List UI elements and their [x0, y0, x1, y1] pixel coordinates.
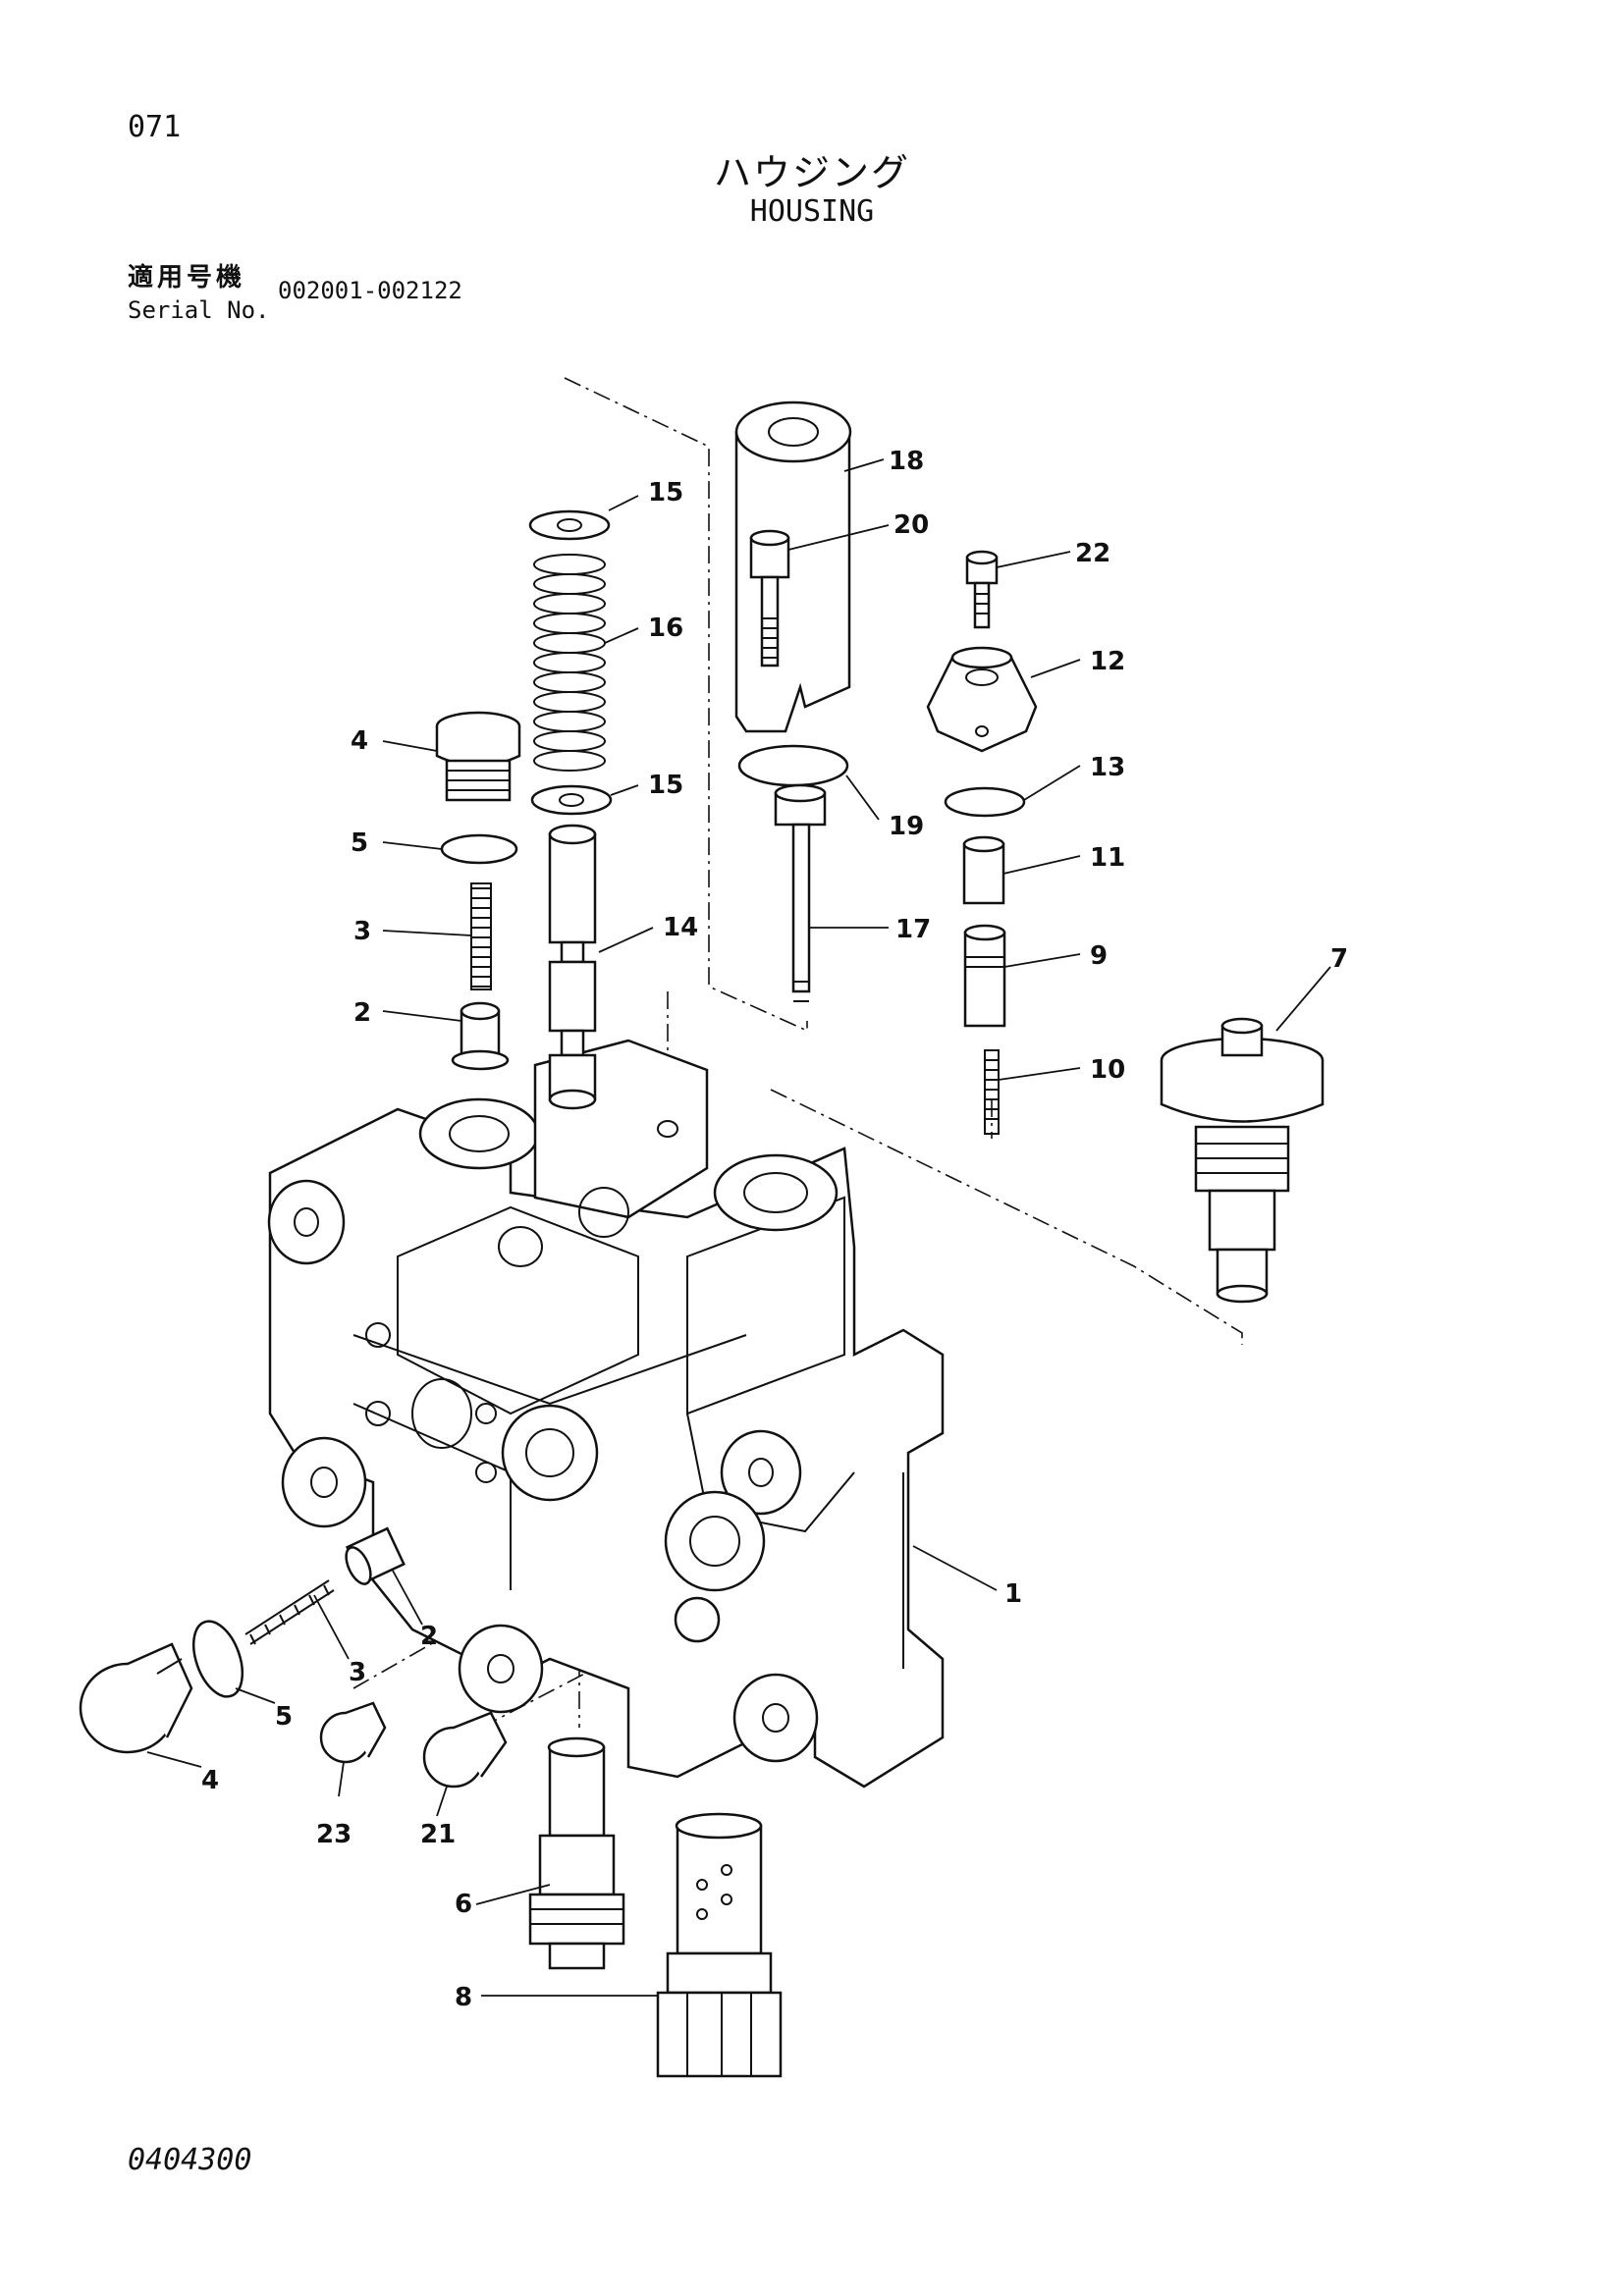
callout-3-bottom: 3 — [349, 1658, 366, 1687]
piston-part-2-bottom — [345, 1526, 406, 1585]
callout-5-top: 5 — [351, 828, 368, 858]
callout-23: 23 — [316, 1820, 352, 1849]
plug-part-4-top — [435, 711, 521, 802]
bolt-part-20 — [749, 529, 790, 667]
callout-2-top: 2 — [353, 998, 371, 1028]
callout-21: 21 — [420, 1820, 456, 1849]
sleeve-part-11 — [962, 835, 1005, 905]
plug-part-23 — [319, 1701, 387, 1764]
relief-valve-part-7 — [1160, 1017, 1325, 1304]
valve-part-6 — [528, 1736, 625, 1970]
o-ring-part-13 — [944, 786, 1026, 818]
cap-part-12 — [926, 646, 1038, 753]
retainer-part-15-top — [528, 509, 611, 541]
callout-16: 16 — [648, 614, 683, 643]
callout-13: 13 — [1090, 753, 1125, 782]
callout-14: 14 — [663, 913, 698, 942]
callout-10: 10 — [1090, 1055, 1125, 1085]
callout-15-bottom: 15 — [648, 771, 683, 800]
plug-part-4-bottom — [79, 1642, 193, 1754]
callout-1: 1 — [1004, 1579, 1022, 1609]
callout-12: 12 — [1090, 647, 1125, 676]
plug-part-21 — [422, 1711, 508, 1789]
retainer-part-15-bottom — [530, 784, 613, 816]
callout-19: 19 — [889, 812, 924, 841]
callout-20: 20 — [893, 510, 929, 540]
callout-22: 22 — [1075, 539, 1110, 568]
callout-5-bottom: 5 — [275, 1702, 293, 1732]
callout-numbers: 1 2 2 3 3 4 4 5 5 6 7 8 9 10 11 12 13 14… — [201, 447, 1348, 2012]
callout-6: 6 — [455, 1890, 472, 1919]
callout-7: 7 — [1330, 944, 1348, 974]
serial-number-range: 002001-002122 — [278, 277, 462, 304]
pin-part-17 — [774, 783, 827, 1002]
page-title-japanese: ハウジング — [713, 151, 910, 194]
o-ring-part-5-bottom — [191, 1620, 244, 1698]
callout-11: 11 — [1090, 843, 1125, 873]
callout-leader-lines — [146, 458, 1331, 1997]
piston-part-2-top — [451, 1001, 510, 1071]
spring-part-3-bottom — [244, 1579, 335, 1645]
callout-9: 9 — [1090, 941, 1108, 971]
serial-label-english: Serial No. — [128, 296, 270, 324]
callout-8: 8 — [455, 1983, 472, 2012]
seal-part-19 — [737, 744, 849, 787]
o-ring-part-5-top — [440, 833, 518, 865]
figure-code: 0404300 — [128, 2143, 252, 2177]
bolt-part-22 — [965, 550, 999, 629]
spring-part-10 — [984, 1049, 1000, 1135]
spring-part-16 — [533, 554, 606, 772]
page-title-english: HOUSING — [749, 194, 875, 229]
spool-part-14 — [548, 824, 597, 1110]
callout-4-bottom: 4 — [201, 1766, 219, 1795]
callout-3-top: 3 — [353, 917, 371, 946]
spring-part-3-top — [470, 882, 492, 990]
valve-part-9 — [963, 924, 1006, 1028]
filter-valve-part-8 — [656, 1812, 783, 2078]
callout-15-top: 15 — [648, 478, 683, 507]
callout-18: 18 — [889, 447, 924, 476]
callout-17: 17 — [895, 915, 931, 944]
serial-label-japanese: 適用号機 — [128, 263, 246, 293]
callout-2-bottom: 2 — [420, 1622, 438, 1651]
page-number: 071 — [128, 110, 182, 144]
main-housing-part-1 — [267, 1039, 945, 1789]
callout-4-top: 4 — [351, 726, 368, 756]
